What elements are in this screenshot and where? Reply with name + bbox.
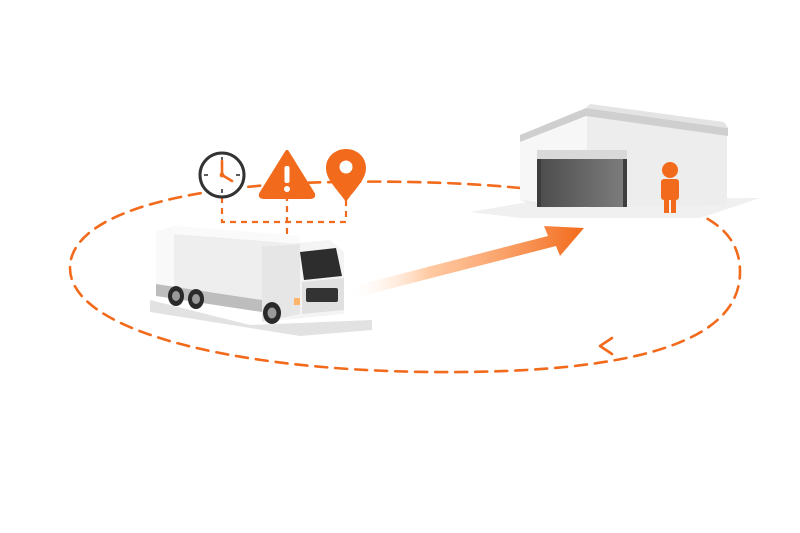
route-direction-arrowhead xyxy=(598,336,614,356)
warehouse-icon xyxy=(520,104,728,208)
location-pin-icon xyxy=(326,149,366,202)
route-loop xyxy=(68,180,742,374)
forward-arrow-icon xyxy=(346,226,584,298)
icon-connectors xyxy=(220,195,348,244)
person-icon xyxy=(661,162,679,213)
truck-windshield xyxy=(300,248,342,280)
clock-icon xyxy=(198,151,246,199)
warning-icon xyxy=(258,150,316,199)
truck-ground-shadow xyxy=(150,300,372,336)
truck-icon xyxy=(156,226,344,324)
